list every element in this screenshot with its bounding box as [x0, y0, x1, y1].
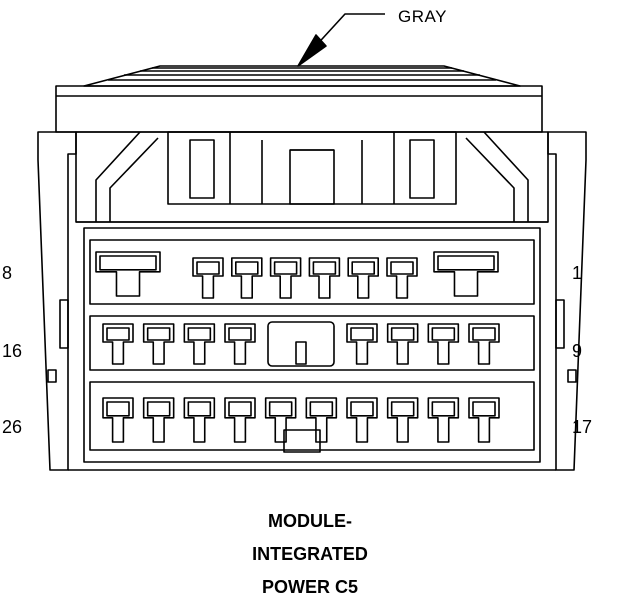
terminal-cavity — [264, 397, 297, 443]
pin-label-middle-right: 9 — [572, 341, 583, 361]
terminal-cavity — [346, 397, 378, 443]
terminal-cavity-contact — [309, 401, 334, 417]
terminal-cavity-contact — [350, 401, 374, 417]
latch-slot — [295, 341, 307, 365]
terminal-cavity — [386, 397, 419, 443]
terminal-cavity-contact — [187, 401, 212, 417]
terminal-cavity — [224, 323, 256, 365]
terminal-cavity — [427, 323, 460, 365]
terminal-cavity-contact — [187, 327, 212, 341]
terminal-cavity-contact — [196, 261, 220, 275]
terminal-cavity — [102, 397, 134, 443]
terminal-cavity — [308, 257, 341, 299]
terminal-cavity-large — [95, 251, 161, 297]
terminal-cavity-contact — [472, 401, 496, 417]
color-callout-label: GRAY — [398, 7, 447, 26]
ribbed-top-band — [83, 65, 521, 87]
terminal-cavity — [192, 257, 224, 299]
terminal-cavity — [231, 257, 263, 299]
terminal-cavity — [346, 323, 378, 365]
terminal-cavity — [183, 323, 216, 365]
terminal-cavity-contact — [106, 401, 130, 417]
terminal-cavity — [347, 257, 379, 299]
terminal-cavity — [102, 323, 134, 365]
center-latch-window — [267, 321, 335, 367]
caption-line-1: MODULE- — [268, 511, 352, 531]
terminal-cavity-contact — [390, 261, 414, 275]
callout-leader — [297, 13, 385, 67]
terminal-cavity-contact — [472, 327, 496, 341]
terminal-cavity-contact — [431, 401, 456, 417]
pin-row-1 — [95, 251, 499, 299]
terminal-cavity-contact — [228, 401, 252, 417]
terminal-cavity — [142, 397, 175, 443]
lock-bar — [55, 85, 543, 133]
pin-label-bottom-left: 26 — [2, 417, 23, 437]
terminal-cavity-contact — [273, 261, 298, 275]
polarization-key — [283, 429, 321, 453]
terminal-cavity-contact — [268, 401, 293, 417]
pin-label-top-left: 8 — [2, 263, 13, 283]
caption-line-3: POWER C5 — [261, 577, 358, 597]
terminal-cavity-contact — [106, 327, 130, 341]
terminal-cavity — [427, 397, 460, 443]
terminal-cavity-contact — [431, 327, 456, 341]
terminal-cavity — [142, 323, 175, 365]
terminal-cavity — [183, 397, 216, 443]
terminal-cavity — [468, 397, 500, 443]
connector-housing — [37, 131, 587, 471]
terminal-cavity-contact — [146, 401, 171, 417]
terminal-cavity-contact — [235, 261, 259, 275]
terminal-cavity-large-contact — [99, 255, 157, 271]
pin-label-bottom-right: 17 — [572, 417, 593, 437]
pin-row-3 — [102, 397, 500, 443]
terminal-cavity-contact — [228, 327, 252, 341]
pin-label-middle-left: 16 — [2, 341, 23, 361]
terminal-cavity — [269, 257, 302, 299]
terminal-cavity — [386, 257, 418, 299]
terminal-cavity-large-contact — [437, 255, 495, 271]
terminal-cavity-contact — [350, 327, 374, 341]
terminal-cavity-contact — [146, 327, 171, 341]
terminal-cavity — [305, 397, 338, 443]
terminal-cavity-contact — [351, 261, 376, 275]
pin-row-2 — [102, 323, 500, 365]
pin-label-top-right: 1 — [572, 263, 583, 283]
terminal-cavity-contact — [390, 401, 415, 417]
terminal-cavity-contact — [312, 261, 337, 275]
terminal-cavity — [386, 323, 419, 365]
terminal-cavity — [468, 323, 500, 365]
caption-line-2: INTEGRATED — [252, 544, 368, 564]
terminal-cavity-large — [433, 251, 499, 297]
terminal-cavity-contact — [390, 327, 415, 341]
terminal-cavity — [224, 397, 256, 443]
